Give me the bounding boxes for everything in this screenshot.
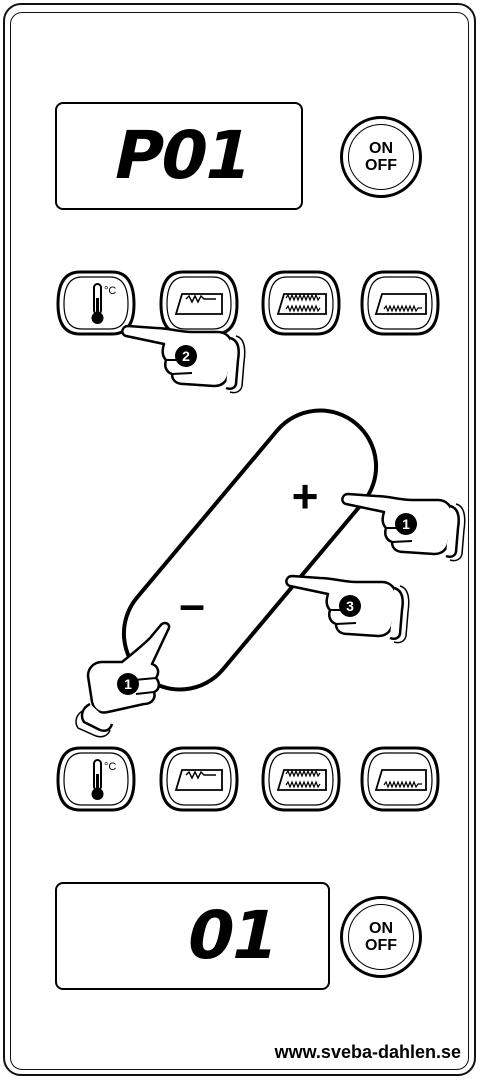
plus-label[interactable]: + (292, 470, 319, 522)
top-heat-icon (174, 769, 223, 791)
bottom-button-row: °C (56, 746, 440, 812)
thermometer-icon (91, 283, 104, 324)
top-button-row: °C (56, 270, 440, 336)
top-bottom-heat-button-top[interactable] (261, 270, 341, 336)
top-bottom-heat-icon (276, 769, 327, 791)
thermometer-icon (91, 759, 104, 800)
bottom-heat-icon (374, 293, 427, 315)
control-panel-frame (3, 3, 476, 1076)
pointing-hand-icon-release: 3 (285, 574, 410, 644)
on-off-bottom-label-on: ON (369, 920, 393, 937)
website-url[interactable]: www.sveba-dahlen.se (274, 1042, 461, 1062)
control-panel-inner-frame (10, 12, 469, 1070)
top-heat-button-top[interactable] (159, 270, 239, 336)
program-display-bottom: 01 (55, 882, 330, 990)
program-display-top: P01 (55, 102, 303, 210)
bottom-heat-button-bottom[interactable] (360, 746, 440, 812)
on-off-top-label-on: ON (369, 140, 393, 157)
pointing-hand-icon-plus: 1 (341, 492, 466, 562)
bottom-heat-icon (374, 769, 427, 791)
pointing-hand-icon-thermo: 2 (121, 324, 246, 394)
thermometer-button-top[interactable]: °C (56, 270, 136, 336)
thermometer-button-bottom[interactable]: °C (56, 746, 136, 812)
on-off-top-label-off: OFF (365, 157, 397, 174)
celsius-unit-label-bottom: °C (104, 761, 116, 773)
pointing-hand-icon-minus: 1 (74, 621, 171, 738)
step-number-thermo: 2 (182, 348, 190, 364)
step-number-minus: 1 (124, 676, 132, 692)
on-off-bottom-label-off: OFF (365, 937, 397, 954)
celsius-unit-label-top: °C (104, 285, 116, 297)
step-number-release: 3 (346, 598, 354, 614)
minus-label[interactable]: – (179, 578, 205, 630)
top-heat-icon (174, 293, 223, 315)
on-off-button-top[interactable]: ON OFF (340, 116, 422, 198)
top-bottom-heat-icon (276, 293, 327, 315)
top-heat-button-bottom[interactable] (159, 746, 239, 812)
step-number-plus: 1 (402, 516, 410, 532)
top-bottom-heat-button-bottom[interactable] (261, 746, 341, 812)
on-off-button-bottom[interactable]: ON OFF (340, 896, 422, 978)
bottom-heat-button-top[interactable] (360, 270, 440, 336)
